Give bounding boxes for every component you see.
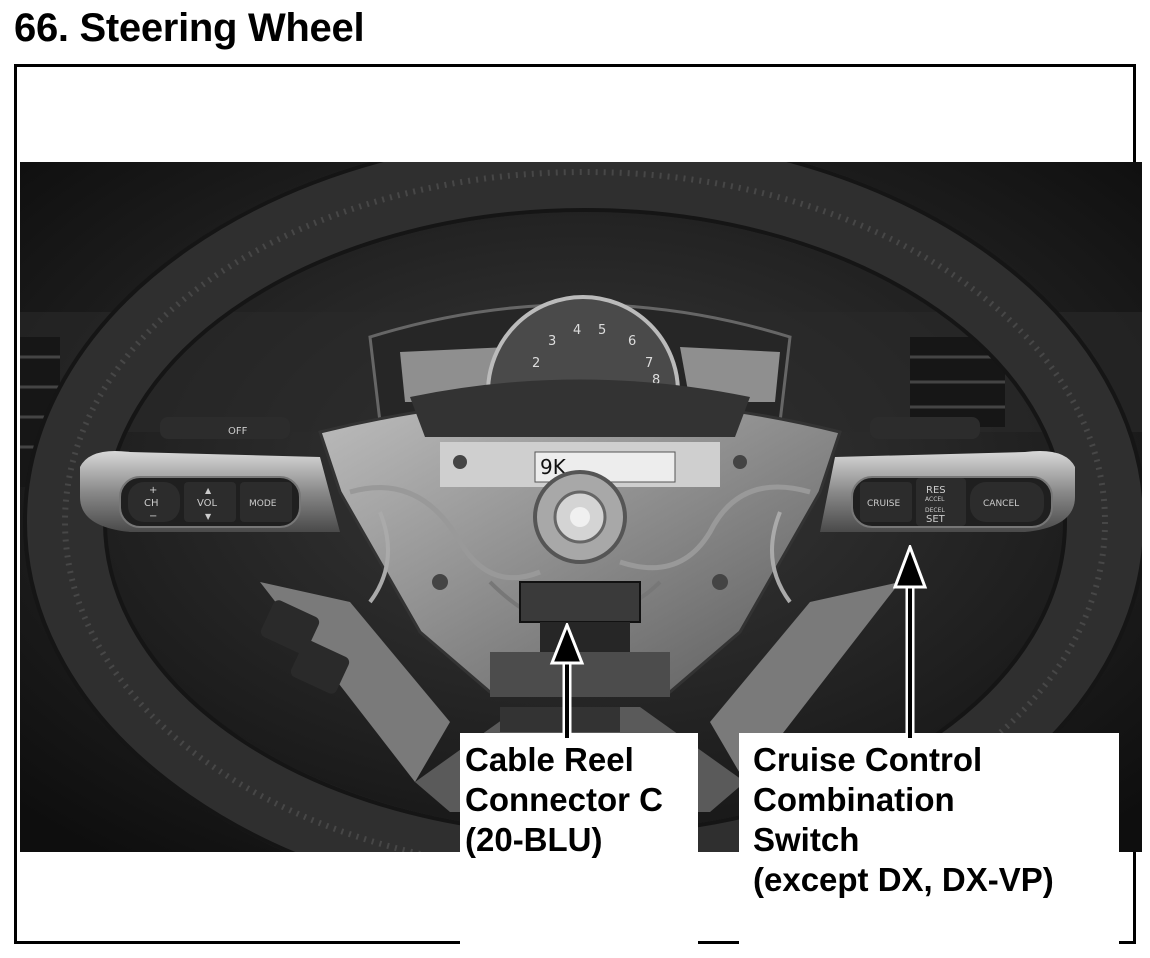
steering-wheel-photo: 2 3 4 5 6 7 8 [20, 162, 1142, 852]
callout-cable-reel: Cable Reel Connector C (20-BLU) [460, 733, 698, 944]
callout-line: Connector C [465, 781, 663, 818]
figure-frame: 2 3 4 5 6 7 8 [14, 64, 1142, 944]
arrow-head [549, 623, 585, 665]
cable-reel-connector [519, 581, 641, 623]
accel-label: ACCEL [925, 496, 945, 503]
gauge-label: 4 [573, 323, 581, 338]
callout-line: Cruise Control [753, 741, 983, 778]
decel-label: DECEL [925, 507, 945, 514]
callout-line: (20-BLU) [465, 821, 603, 858]
gauge-label: 8 [652, 373, 660, 388]
cruise-control-panel: CRUISE RES ACCEL DECEL SET CANCEL [851, 476, 1053, 528]
volume-down-label: ▼ [205, 512, 212, 521]
callout-line: Cable Reel [465, 741, 634, 778]
gauge-label: 7 [645, 356, 653, 371]
light-switch-off-label: OFF [228, 426, 248, 437]
wiper-switch-stalk [870, 417, 980, 439]
gauge-label: 3 [548, 334, 556, 349]
callout-line: Switch [753, 821, 860, 858]
light-switch-stalk: OFF [160, 417, 290, 439]
res-label: RES [926, 485, 946, 496]
arrow-cruise-control [892, 545, 928, 738]
volume-button[interactable] [184, 482, 236, 522]
callout-cruise-control-text: Cruise Control Combination Switch (excep… [753, 740, 1119, 900]
channel-button[interactable] [128, 482, 180, 522]
audio-control-panel: + CH − ▲ VOL ▼ MODE [119, 476, 301, 528]
mode-label: MODE [249, 499, 277, 509]
cancel-label: CANCEL [983, 499, 1019, 509]
callout-line: Combination [753, 781, 955, 818]
arrow-head [892, 545, 928, 589]
volume-up-label: ▲ [205, 486, 212, 495]
res-set-button[interactable] [916, 478, 966, 526]
cruise-label: CRUISE [867, 499, 900, 509]
lower-left-switch [260, 600, 350, 694]
callout-cruise-control: Cruise Control Combination Switch (excep… [739, 733, 1119, 944]
callout-cable-reel-text: Cable Reel Connector C (20-BLU) [465, 740, 698, 860]
callout-line: (except DX, DX-VP) [753, 861, 1054, 898]
arrow-cable-reel [549, 623, 585, 738]
gauge-label: 5 [598, 323, 606, 338]
steering-wheel-illustration: 2 3 4 5 6 7 8 [20, 162, 1142, 852]
cancel-button[interactable] [970, 482, 1044, 522]
page-title: 66. Steering Wheel [14, 6, 365, 50]
channel-down-label: − [149, 511, 157, 522]
gauge-label: 2 [532, 356, 540, 371]
cruise-button[interactable] [860, 482, 912, 522]
mode-button[interactable] [240, 482, 292, 522]
steering-hub-exposed: 9K [318, 379, 842, 732]
channel-up-label: + [149, 485, 157, 496]
set-label: SET [926, 514, 946, 525]
channel-label: CH [144, 498, 159, 509]
volume-label: VOL [197, 498, 218, 509]
gauge-label: 6 [628, 334, 636, 349]
